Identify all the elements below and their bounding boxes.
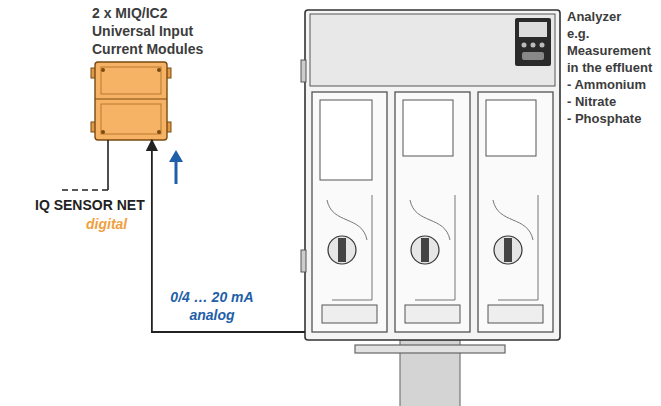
mounting-bar bbox=[355, 345, 505, 353]
analyzer-modules bbox=[312, 92, 553, 332]
node-text: - Ammonium bbox=[567, 76, 659, 93]
text-group: 2 x MIQ/IC2 Universal Input Current Modu… bbox=[92, 4, 232, 58]
signal-cable bbox=[152, 140, 305, 332]
node-text: - Phosphate bbox=[567, 110, 659, 127]
node-text: e.g. Measurement in the effluent bbox=[567, 25, 659, 76]
text-group: Analyzere.g. Measurement in the effluent… bbox=[567, 8, 659, 127]
junction-box bbox=[91, 62, 171, 140]
analyzer-cabinet bbox=[301, 10, 560, 340]
cable bbox=[107, 140, 109, 190]
dashed-cable bbox=[58, 189, 108, 191]
node-heading: Analyzer bbox=[567, 8, 659, 25]
node-heading: 2 x MIQ/IC2 Universal Input Current Modu… bbox=[92, 4, 232, 58]
edge-label: 0/4 … 20 mA analog bbox=[158, 288, 266, 324]
direction-arrow bbox=[169, 150, 183, 184]
module-box: 2 x MIQ/IC2 Universal Input Current Modu… bbox=[95, 62, 167, 140]
analyzer-box: Analyzere.g. Measurement in the effluent… bbox=[305, 10, 560, 340]
network-name: IQ SENSOR NET bbox=[35, 196, 145, 214]
signal-type: digital bbox=[86, 215, 127, 233]
node-text: - Nitrate bbox=[567, 93, 659, 110]
